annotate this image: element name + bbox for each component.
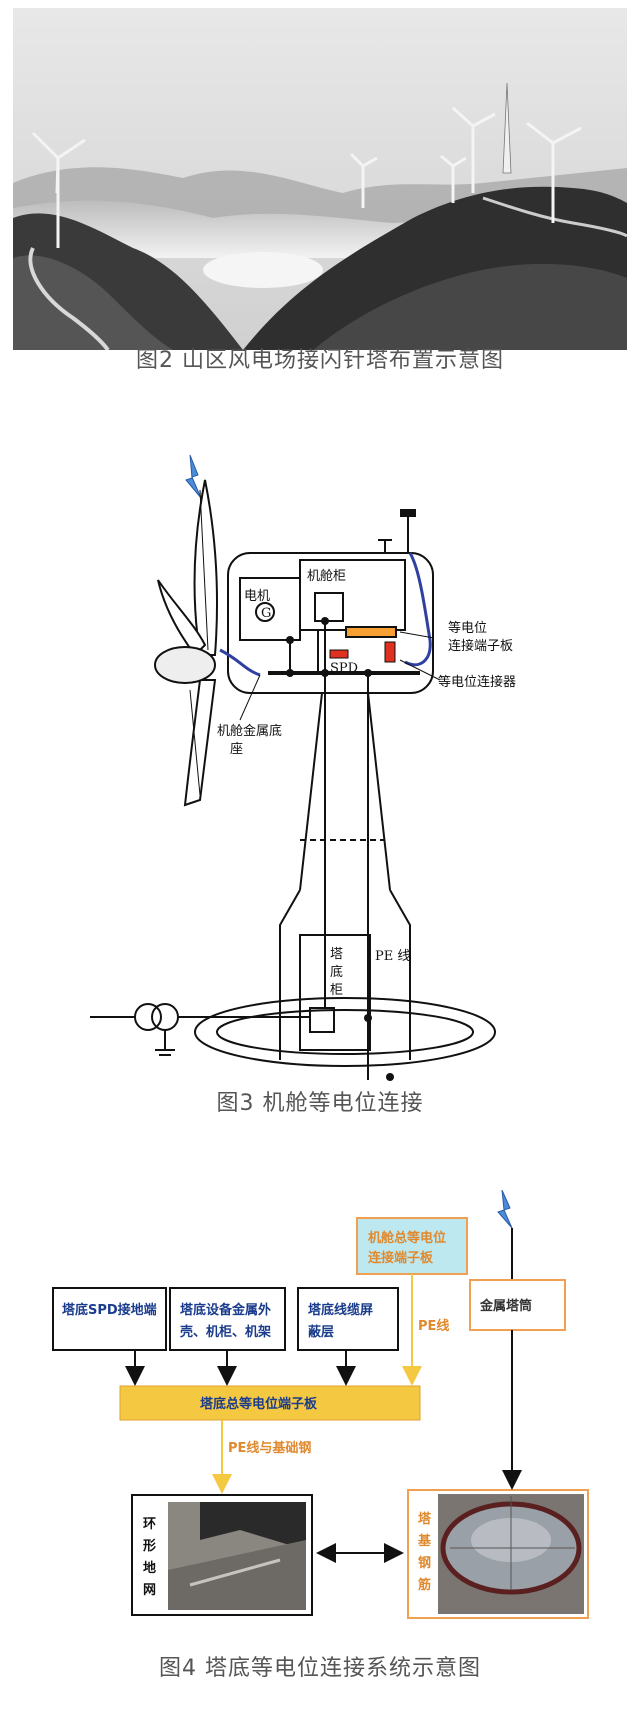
label-ring-ground-1: 环 [143, 1517, 156, 1532]
label-tower-rebar-2: 基 [417, 1533, 432, 1549]
label-ring-ground-2: 形 [143, 1539, 156, 1554]
label-cable-shield-2: 蔽层 [308, 1324, 334, 1340]
label-ring-ground-4: 网 [143, 1583, 156, 1598]
cable-shield-box [297, 1287, 399, 1351]
nacelle-diagram: 机舱柜 电机 G SPD 等电位 连接端子板 等电位连接器 机舱金属底 座 塔 … [0, 420, 640, 1085]
nacelle-terminal-box [356, 1217, 468, 1275]
spd-ground-box [52, 1287, 167, 1351]
bonding-system-svg: 塔底SPD接地端 塔底设备金属外 壳、机柜、机架 塔底线缆屏 蔽层 机舱总等电位… [52, 1189, 589, 1619]
label-connector: 等电位连接器 [438, 674, 516, 690]
fig3-caption: 图3 机舱等电位连接 [216, 1091, 424, 1116]
label-pe-line: PE 线 [375, 949, 410, 964]
label-spd-ground: 塔底SPD接地端 [62, 1302, 157, 1318]
label-tower-rebar-3: 钢 [418, 1555, 431, 1571]
label-motor: 电机 [244, 589, 270, 604]
label-metal-tower: 金属塔筒 [479, 1298, 532, 1314]
label-spd: SPD [330, 661, 358, 676]
label-tower-cabinet-1: 塔 [330, 947, 343, 962]
label-pe: PE线 [418, 1318, 449, 1334]
label-base-1: 机舱金属底 [217, 723, 282, 739]
label-tower-cabinet-3: 柜 [330, 983, 343, 998]
bonding-system-diagram: 塔底SPD接地端 塔底设备金属外 壳、机柜、机架 塔底线缆屏 蔽层 机舱总等电位… [0, 1189, 640, 1640]
main-terminal-box [119, 1385, 421, 1421]
label-nacelle-terminal-2: 连接端子板 [368, 1250, 434, 1266]
ring-ground-photo [168, 1502, 306, 1610]
label-terminal-board-2: 连接端子板 [448, 638, 513, 654]
label-equipment-1: 塔底设备金属外 [180, 1302, 271, 1318]
metal-tower-box [469, 1279, 566, 1331]
label-tower-rebar-1: 塔 [418, 1511, 432, 1527]
lightning-bolt-icon [497, 1189, 513, 1229]
label-base-2: 座 [230, 742, 243, 757]
label-nacelle-cabinet: 机舱柜 [307, 569, 346, 584]
label-tower-rebar-4: 筋 [417, 1577, 431, 1593]
label-terminal-board-1: 等电位 [448, 620, 487, 636]
label-cable-shield-1: 塔底线缆屏 [308, 1302, 373, 1318]
label-generator: G [261, 606, 271, 621]
label-ring-ground-3: 地 [143, 1560, 156, 1576]
tower-rebar-photo [438, 1494, 584, 1614]
lightning-bolt-icon [185, 454, 202, 499]
nacelle-diagram-svg: 机舱柜 电机 G SPD 等电位 连接端子板 等电位连接器 机舱金属底 座 塔 … [90, 454, 516, 1081]
equipment-box [169, 1287, 286, 1351]
fig2-caption: 图2 山区风电场接闪针塔布置示意图 [136, 348, 504, 373]
label-pe-foundation: PE线与基础钢 [228, 1440, 311, 1456]
label-equipment-2: 壳、机柜、机架 [179, 1324, 271, 1340]
wind-farm-photo [13, 8, 627, 350]
label-main-terminal: 塔底总等电位端子板 [200, 1396, 318, 1412]
wind-farm-photo-svg [13, 8, 627, 350]
fig4-caption: 图4 塔底等电位连接系统示意图 [159, 1656, 481, 1681]
label-tower-cabinet-2: 底 [330, 964, 343, 980]
label-nacelle-terminal-1: 机舱总等电位 [368, 1230, 446, 1246]
